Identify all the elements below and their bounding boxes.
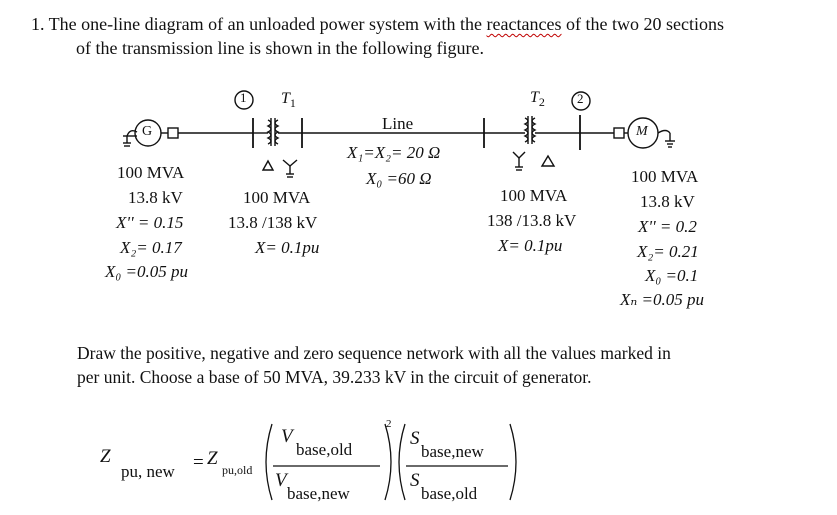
gen-x2: X₂= 0.17 bbox=[120, 238, 182, 257]
z-old-subscript: pu,old bbox=[222, 463, 253, 477]
line-x0: X₀ =60 Ω bbox=[366, 169, 432, 188]
problem-line-1-text: 1. The one-line diagram of an unloaded p… bbox=[31, 14, 483, 34]
bus-1-marker bbox=[234, 90, 254, 110]
right-paren-1 bbox=[384, 423, 392, 501]
bus-2-number: 2 bbox=[577, 91, 584, 106]
v-den-subscript: base,new bbox=[287, 484, 350, 503]
motor-rating-kv: 13.8 kV bbox=[640, 192, 695, 211]
t2-reactance: X= 0.1pu bbox=[498, 236, 563, 255]
misspelled-word: reactances bbox=[486, 14, 562, 34]
transformer-t2-icon bbox=[523, 116, 537, 144]
t1-delta-icon bbox=[261, 159, 275, 171]
gen-x0: X₀ =0.05 pu bbox=[105, 262, 189, 281]
t1-reactance: X= 0.1pu bbox=[255, 238, 320, 257]
instruction-line-1: Draw the positive, negative and zero seq… bbox=[77, 343, 671, 363]
t2-rating-kv: 138 /13.8 kV bbox=[487, 211, 577, 230]
bus-2-marker bbox=[571, 91, 591, 111]
problem-line-2: of the transmission line is shown in the… bbox=[76, 38, 484, 58]
motor-rating-mva: 100 MVA bbox=[631, 167, 699, 186]
formula: Z bbox=[100, 446, 111, 468]
line-x12: X₁=X₂= 20 Ω bbox=[347, 143, 441, 162]
s-num-symbol: S bbox=[410, 428, 420, 449]
s-num-subscript: base,new bbox=[421, 442, 484, 461]
gen-rating-mva: 100 MVA bbox=[117, 163, 185, 182]
right-paren-2 bbox=[509, 423, 517, 501]
bus-1-number: 1 bbox=[240, 90, 247, 105]
v-num-subscript: base,old bbox=[296, 440, 353, 459]
line-title: Line bbox=[382, 114, 414, 133]
z-new-subscript: pu, new bbox=[121, 462, 175, 481]
equals-sign: = bbox=[193, 452, 204, 473]
motor-x0: X₀ =0.1 bbox=[645, 266, 699, 285]
instruction-line-2: per unit. Choose a base of 50 MVA, 39.23… bbox=[77, 367, 592, 387]
problem-line-1: 1. The one-line diagram of an unloaded p… bbox=[31, 14, 724, 35]
generator-ground-icon bbox=[123, 129, 138, 147]
t2-wye-ground-icon bbox=[512, 151, 526, 171]
problem-line-1-end: of the two 20 sections bbox=[565, 14, 724, 34]
t2-label: T2 bbox=[530, 89, 545, 109]
motor-x-subtransient: X'' = 0.2 bbox=[638, 217, 697, 236]
exponent: 2 bbox=[386, 418, 392, 430]
motor-ground-icon bbox=[657, 129, 675, 148]
motor-x2: X₂= 0.21 bbox=[637, 242, 699, 261]
t1-wye-ground-icon bbox=[282, 159, 298, 178]
t2-delta-icon bbox=[540, 154, 556, 167]
v-den-symbol: V bbox=[275, 470, 287, 491]
gen-x-subtransient: X'' = 0.15 bbox=[116, 213, 184, 232]
left-paren-1 bbox=[265, 423, 273, 501]
t1-label: T1 bbox=[281, 90, 296, 110]
s-den-subscript: base,old bbox=[421, 484, 478, 503]
z-new-symbol: Z bbox=[100, 446, 111, 467]
z-old-symbol: Z bbox=[207, 448, 218, 469]
t1-rating-mva: 100 MVA bbox=[243, 188, 311, 207]
t2-rating-mva: 100 MVA bbox=[500, 186, 568, 205]
motor-xn: Xₙ =0.05 pu bbox=[620, 290, 704, 309]
t1-rating-kv: 13.8 /138 kV bbox=[228, 213, 318, 232]
v-num-symbol: V bbox=[281, 426, 293, 447]
motor-symbol: M bbox=[636, 124, 648, 139]
generator-symbol: G bbox=[142, 124, 153, 139]
transformer-t1-icon bbox=[266, 118, 280, 146]
left-paren-2 bbox=[398, 423, 406, 501]
s-den-symbol: S bbox=[410, 470, 420, 491]
gen-rating-kv: 13.8 kV bbox=[128, 188, 183, 207]
